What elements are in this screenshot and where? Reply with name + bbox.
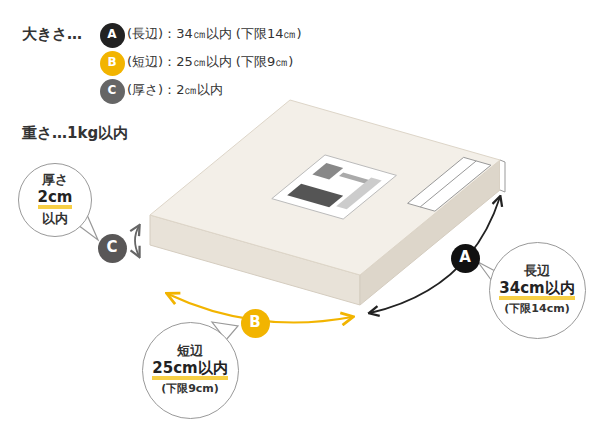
node-text: 長辺	[524, 264, 550, 279]
spec-text: (長辺)：34㎝以内 (下限14㎝)	[127, 26, 302, 42]
node-text: C	[106, 239, 117, 256]
box-end-tab	[408, 157, 491, 211]
box-top-face	[150, 100, 500, 275]
spec-text: (厚さ)：2㎝以内	[127, 82, 223, 98]
node-text: 25cm以内	[152, 361, 227, 380]
thickness-arrow	[135, 226, 139, 256]
shipping-label	[272, 155, 397, 219]
node-text: B	[249, 314, 260, 331]
node-text: 以内	[42, 212, 68, 227]
legend-badge: B	[100, 51, 125, 76]
weight-heading: 重さ…1kg以内	[22, 124, 128, 142]
node-text: 短辺	[177, 344, 203, 359]
node-text: (下限9cm)	[161, 383, 219, 396]
box-end-tab-side	[500, 160, 505, 192]
callout-bubble: 短辺 25cm以内 (下限9cm)	[142, 322, 239, 419]
node-text: A	[107, 28, 116, 42]
callout-bubble: 厚さ 2cm 以内	[18, 163, 92, 237]
spec-text: (短辺)：25㎝以内 (下限9㎝)	[127, 54, 293, 70]
node-text: 34cm以内	[499, 281, 574, 300]
legend-badge: A	[100, 23, 125, 48]
size-heading: 大きさ…	[22, 25, 82, 43]
node-text: 2cm	[38, 190, 73, 209]
node-text: B	[107, 56, 116, 70]
node-text: (下限14cm)	[504, 303, 569, 316]
node-text: 厚さ	[42, 173, 68, 188]
long-side-arrow	[370, 197, 500, 313]
legend-badge: C	[100, 79, 125, 104]
dimension-badge: B	[241, 309, 270, 338]
dimension-badge: A	[451, 244, 480, 273]
node-text: C	[108, 84, 117, 98]
callout-bubble: 長辺 34cm以内 (下限14cm)	[489, 242, 586, 339]
dimension-badge: C	[98, 234, 127, 263]
node-text: A	[459, 249, 471, 266]
